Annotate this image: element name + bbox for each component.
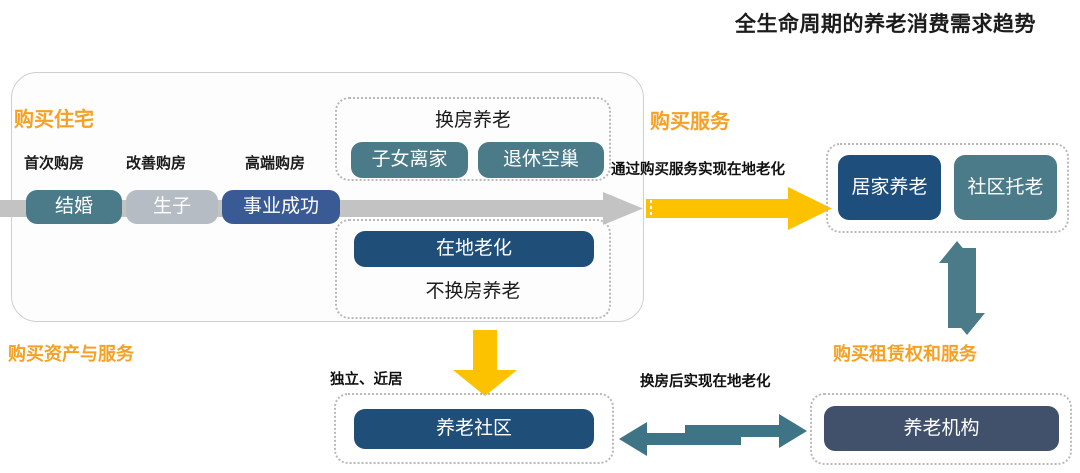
no-swap-house-retirement-title: 不换房养老	[425, 280, 521, 302]
stage-pill-marriage[interactable]: 结婚	[26, 190, 122, 224]
swap-house-retirement-box	[335, 97, 611, 181]
care-pill-community-care-line1: 社区	[967, 175, 1006, 198]
section-label-buy-asset-service: 购买资产与服务	[8, 344, 134, 365]
section-label-buy-home: 购买住宅	[14, 107, 94, 131]
teal-vertical-double-arrow-icon	[935, 235, 989, 341]
stage-pill-career-success[interactable]: 事业成功	[222, 190, 340, 224]
care-options-box	[826, 143, 1069, 233]
care-pill-community-care[interactable]: 社区 托老	[954, 155, 1057, 220]
swap-pill-children-leave-home[interactable]: 子女离家	[351, 142, 468, 178]
stage-pill-childbirth[interactable]: 生子	[126, 190, 218, 224]
swap-house-retirement-title: 换房养老	[434, 109, 511, 131]
orange-right-arrow-icon	[646, 187, 832, 230]
page-title: 全生命周期的养老消费需求趋势	[735, 12, 1036, 36]
orange-down-arrow-icon	[453, 330, 517, 396]
care-pill-community-care-line2: 托老	[1005, 175, 1044, 198]
no-swap-house-retirement-box	[335, 219, 611, 319]
noswap-pill-aging-in-place[interactable]: 在地老化	[354, 231, 594, 267]
section-label-buy-lease-service: 购买租赁权和服务	[833, 344, 977, 365]
care-pill-home-based-care-line1: 居家	[851, 175, 890, 198]
pill-senior-community[interactable]: 养老社区	[354, 409, 594, 449]
connector-caption-independent-nearby: 独立、近居	[330, 372, 403, 388]
senior-community-box	[334, 393, 614, 464]
swap-pill-retired-empty-nest[interactable]: 退休空巢	[478, 142, 604, 178]
stage-caption-premium-purchase: 高端购房	[245, 154, 306, 172]
connector-caption-via-purchase-service: 通过购买服务实现在地老化	[611, 162, 785, 178]
senior-institution-box	[810, 393, 1072, 465]
care-pill-home-based-care[interactable]: 居家 养老	[838, 155, 941, 220]
stage-caption-upgrade-purchase: 改善购房	[126, 154, 187, 172]
section-label-buy-service: 购买服务	[650, 109, 730, 133]
care-pill-home-based-care-line2: 养老	[889, 175, 928, 198]
teal-horizontal-double-arrow-icon	[619, 410, 807, 460]
stage-caption-first-purchase: 首次购房	[24, 154, 85, 172]
pill-senior-institution[interactable]: 养老机构	[824, 406, 1059, 451]
connector-caption-after-swap-aging-in-place: 换房后实现在地老化	[640, 374, 771, 390]
